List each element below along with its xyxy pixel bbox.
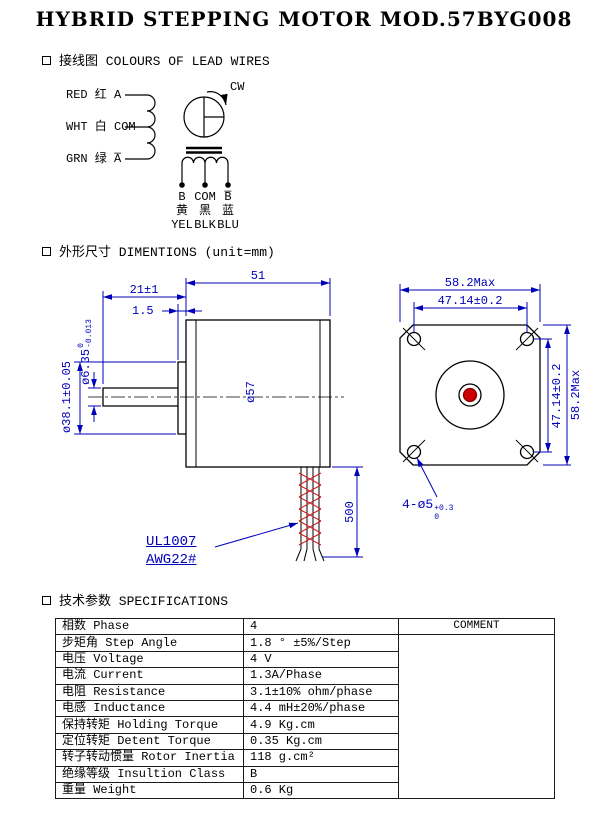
spec-param: 转子转动惯量 Rotor Inertia bbox=[55, 749, 244, 767]
pilot-boss bbox=[177, 361, 186, 435]
spec-param: 电感 Inductance bbox=[55, 699, 244, 718]
wiring-heading-text: 接线图 COLOURS OF LEAD WIRES bbox=[59, 54, 270, 69]
terminal-label-b: B bbox=[178, 190, 186, 204]
terminal-cn-blue: 蓝 bbox=[221, 204, 234, 218]
mounting-hole bbox=[519, 444, 535, 460]
front-face bbox=[399, 324, 541, 466]
spec-value: 3.1±10% ohm/phase bbox=[243, 683, 399, 701]
wiring-diagram bbox=[125, 91, 231, 188]
spec-param: 绝缘等级 Insultion Class bbox=[55, 765, 244, 783]
side-view-outline bbox=[88, 319, 344, 468]
dim-front-width-label: 58.2Max bbox=[444, 276, 496, 290]
table-row: 相数 Phase 4 COMMENT bbox=[55, 617, 555, 636]
dim-wire-length-label: 500 bbox=[343, 501, 357, 523]
terminal-dot bbox=[179, 182, 185, 188]
table-row: 电流 Current 1.3A/Phase bbox=[55, 667, 555, 685]
spec-value: 118 g.cm² bbox=[243, 749, 399, 767]
terminal-en-blk: BLK bbox=[194, 218, 216, 232]
mounting-hole bbox=[406, 331, 422, 347]
spec-value: 1.8 ° ±5%/Step bbox=[243, 634, 399, 652]
spec-param: 相数 Phase bbox=[55, 617, 244, 636]
spec-value: 4 bbox=[243, 617, 399, 636]
wire-hatch bbox=[298, 472, 322, 546]
dim-front-height-label: 58.2Max bbox=[569, 369, 583, 421]
section-heading-specifications: 技术参数 SPECIFICATIONS bbox=[42, 590, 228, 609]
phase-a-coil bbox=[146, 94, 156, 160]
section-marker-icon bbox=[42, 596, 51, 605]
terminal-label-bbar: B̅ bbox=[224, 190, 232, 204]
spec-value: B bbox=[243, 765, 399, 783]
lead-label-white: WHT 白 COM bbox=[66, 120, 136, 134]
dim-pilot-length-label: 1.5 bbox=[132, 304, 154, 318]
wire-type-label: UL1007 bbox=[146, 534, 197, 550]
phase-b-coil bbox=[181, 156, 229, 164]
section-heading-dimensions: 外形尺寸 DIMENTIONS (unit=mm) bbox=[42, 241, 275, 260]
lead-wires bbox=[295, 467, 325, 562]
terminal-en-blu: BLU bbox=[217, 218, 239, 232]
front-view-outline bbox=[399, 324, 541, 466]
spec-param: 电流 Current bbox=[55, 667, 244, 685]
specifications-heading-text: 技术参数 SPECIFICATIONS bbox=[59, 594, 229, 609]
shaft-ring bbox=[458, 383, 482, 407]
mounting-hole bbox=[406, 444, 422, 460]
dimensions-heading-text: 外形尺寸 DIMENTIONS (unit=mm) bbox=[59, 245, 275, 260]
pilot-boss-circle bbox=[435, 360, 505, 430]
dim-shaft-length-label: 21±1 bbox=[129, 283, 159, 297]
dim-hole-span-h-label: 47.14±0.2 bbox=[437, 294, 503, 308]
mounting-hole bbox=[519, 331, 535, 347]
comment-cell-empty bbox=[398, 634, 555, 800]
terminal-label-com: COM bbox=[194, 190, 216, 204]
terminal-cn-black: 黑 bbox=[198, 204, 211, 218]
section-marker-icon bbox=[42, 247, 51, 256]
terminal-cn-yellow: 黄 bbox=[175, 204, 188, 218]
lead-label-red: RED 红 A bbox=[66, 88, 122, 102]
spec-value: 0.35 Kg.cm bbox=[243, 732, 399, 751]
table-row: 重量 Weight 0.6 Kg bbox=[55, 781, 555, 800]
shaft-circle bbox=[462, 387, 478, 403]
spec-value: 4 V bbox=[243, 650, 399, 669]
spec-param: 定位转矩 Detent Torque bbox=[55, 732, 244, 751]
dim-body-diameter-label: ø57 bbox=[244, 381, 258, 403]
front-view-dimensions bbox=[399, 284, 571, 498]
terminal-en-yel: YEL bbox=[171, 218, 193, 232]
terminal-dot bbox=[225, 182, 231, 188]
shaft bbox=[102, 387, 178, 407]
wire-leader-line bbox=[214, 522, 299, 548]
spec-param: 电压 Voltage bbox=[55, 650, 244, 669]
spec-param: 步矩角 Step Angle bbox=[55, 634, 244, 652]
lead-label-green: GRN 绿 A̅ bbox=[66, 152, 122, 166]
spec-param: 电阻 Resistance bbox=[55, 683, 244, 701]
side-view-dimensions bbox=[74, 278, 363, 558]
dim-hole-span-v-label: 47.14±0.2 bbox=[550, 363, 564, 429]
spec-value: 1.3A/Phase bbox=[243, 667, 399, 685]
terminal-dot bbox=[202, 182, 208, 188]
cw-label: CW bbox=[230, 80, 245, 94]
comment-column-header: COMMENT bbox=[398, 617, 555, 636]
specifications-table: 相数 Phase 4 COMMENT 步矩角 Step Angle 1.8 ° … bbox=[55, 617, 555, 800]
hole-centerline-ticks bbox=[402, 327, 539, 463]
table-row: 电阻 Resistance 3.1±10% ohm/phase bbox=[55, 683, 555, 701]
table-row: 电压 Voltage 4 V bbox=[55, 650, 555, 669]
spec-value: 4.9 Kg.cm bbox=[243, 716, 399, 734]
dim-pilot-diameter-label: ø38.1±0.05 bbox=[60, 361, 74, 434]
spec-param: 保持转矩 Holding Torque bbox=[55, 716, 244, 734]
spec-value: 4.4 mH±20%/phase bbox=[243, 699, 399, 718]
section-marker-icon bbox=[42, 56, 51, 65]
spec-param: 重量 Weight bbox=[55, 781, 244, 800]
motor-body bbox=[185, 319, 331, 468]
dim-body-length-label: 51 bbox=[250, 269, 266, 283]
section-heading-wiring: 接线图 COLOURS OF LEAD WIRES bbox=[42, 50, 270, 69]
table-row: 步矩角 Step Angle 1.8 ° ±5%/Step bbox=[55, 634, 555, 800]
table-row: 保持转矩 Holding Torque 4.9 Kg.cm bbox=[55, 716, 555, 734]
hole-leader-line bbox=[416, 457, 438, 498]
cw-rotation-arrow bbox=[206, 91, 228, 106]
spec-value: 0.6 Kg bbox=[243, 781, 399, 800]
table-row: 电感 Inductance 4.4 mH±20%/phase bbox=[55, 699, 555, 718]
wire-gauge-label: AWG22# bbox=[146, 552, 197, 568]
page-title: HYBRID STEPPING MOTOR MOD.57BYG008 bbox=[35, 7, 573, 31]
